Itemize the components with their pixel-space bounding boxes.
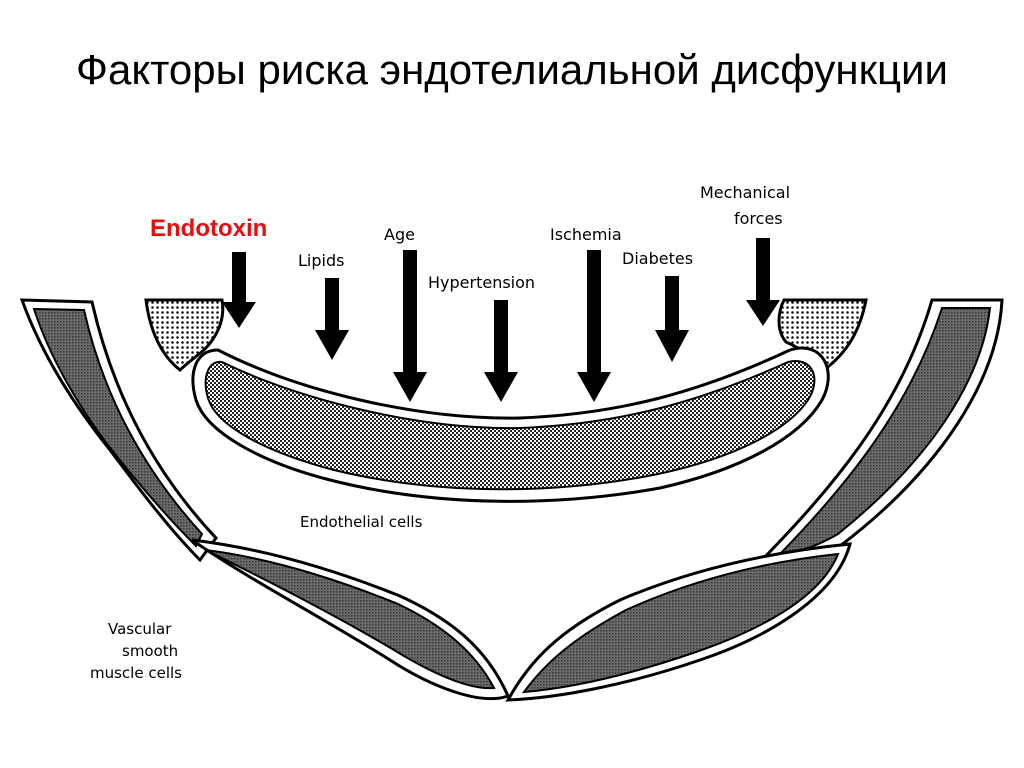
endothelial-cell-fragment-left bbox=[144, 298, 225, 372]
label-vascular: Vascular bbox=[108, 620, 172, 638]
label-mechanical: Mechanical bbox=[700, 183, 790, 202]
label-age: Age bbox=[384, 225, 415, 244]
smooth-muscle-right-lower bbox=[505, 542, 853, 702]
label-lipids: Lipids bbox=[298, 251, 344, 270]
arrow-age bbox=[393, 250, 427, 402]
label-hypertension: Hypertension bbox=[428, 273, 535, 292]
label-endotoxin: Endotoxin bbox=[150, 215, 267, 242]
arrow-lipids bbox=[315, 278, 349, 360]
label-endothelial-cells: Endothelial cells bbox=[300, 513, 423, 531]
label-diabetes: Diabetes bbox=[622, 249, 693, 268]
endothelial-cell-main bbox=[191, 346, 830, 503]
arrow-mechanical-forces bbox=[746, 238, 780, 326]
smooth-muscle-left-upper bbox=[19, 298, 218, 563]
label-smooth: smooth bbox=[122, 642, 178, 660]
arrow-endotoxin bbox=[222, 252, 256, 328]
arrow-diabetes bbox=[655, 276, 689, 362]
label-ischemia: Ischemia bbox=[550, 225, 622, 244]
label-muscle-cells: muscle cells bbox=[90, 664, 182, 682]
label-forces: forces bbox=[734, 209, 783, 228]
arrow-ischemia bbox=[577, 250, 611, 402]
smooth-muscle-left-lower bbox=[191, 538, 511, 701]
arrow-hypertension bbox=[484, 300, 518, 402]
slide-title: Факторы риска эндотелиальной дисфункции bbox=[76, 46, 948, 93]
